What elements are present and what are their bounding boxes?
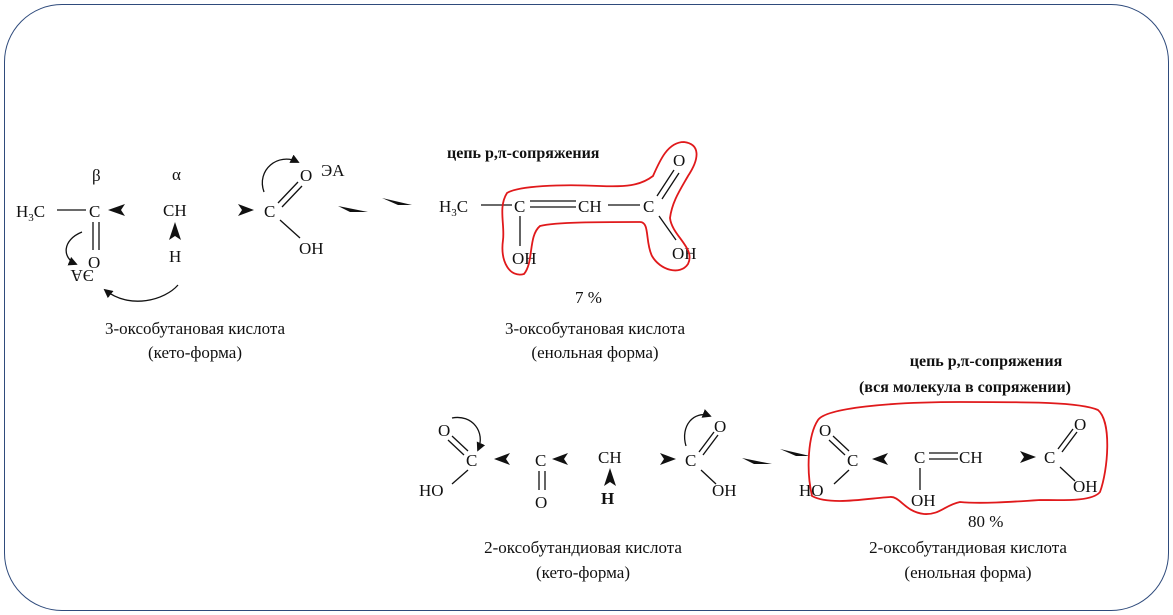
polar-arrow bbox=[552, 453, 568, 465]
curved-arrow bbox=[103, 284, 179, 302]
bond bbox=[833, 469, 850, 485]
bottom-enol-name: 2-оксобутандиовая кислота bbox=[869, 538, 1067, 557]
top-keto-form: (кето-форма) bbox=[148, 343, 242, 362]
equilibrium-half-arrow bbox=[382, 198, 412, 205]
top-enol-form: (енольная форма) bbox=[531, 343, 658, 362]
atom-hydroxyl: OH bbox=[512, 249, 537, 268]
bond-double bbox=[281, 185, 303, 208]
atom-hydroxyl: OH bbox=[672, 244, 697, 263]
atom-hydroxyl: OH bbox=[712, 481, 737, 500]
atom-carbon-carboxyl: C bbox=[643, 197, 654, 216]
atom-carbon-carboxyl: C bbox=[264, 202, 275, 221]
equilibrium-half-arrow bbox=[742, 458, 772, 464]
rounded-frame bbox=[4, 4, 1169, 611]
top-enol-structure: цепь p,π-сопряжения H3C C CH C O OH OH 7… bbox=[439, 141, 698, 362]
atom-carbon-carboxyl: C bbox=[847, 451, 858, 470]
bond-double bbox=[447, 439, 465, 456]
bottom-equilibrium-arrows bbox=[742, 449, 810, 464]
bond-double bbox=[451, 435, 469, 452]
curved-arrow bbox=[684, 409, 712, 447]
bottom-enol-form: (енольная форма) bbox=[904, 563, 1031, 582]
bond bbox=[279, 219, 301, 239]
bond-double bbox=[828, 439, 846, 456]
top-keto-name: 3-оксобутановая кислота bbox=[105, 319, 286, 338]
atom-h3c: H3C bbox=[439, 197, 468, 219]
bottom-keto-name: 2-оксобутандиовая кислота bbox=[484, 538, 682, 557]
atom-carbon: C bbox=[514, 197, 525, 216]
top-keto-structure: H3C C β O ЭА α CH H C O ЭА OH 3-оксобута… bbox=[16, 154, 345, 362]
polar-arrow bbox=[238, 204, 254, 216]
bond-double bbox=[1057, 428, 1074, 450]
atom-carbon-carboxyl: C bbox=[685, 451, 696, 470]
bond-double bbox=[1061, 431, 1078, 453]
top-percent: 7 % bbox=[575, 288, 602, 307]
curved-arrow bbox=[261, 154, 300, 193]
atom-oxygen: O bbox=[819, 421, 831, 440]
atom-carbon-carboxyl: C bbox=[466, 451, 477, 470]
atom-hydrogen: H bbox=[601, 489, 614, 508]
atom-carbon-carboxyl: C bbox=[1044, 448, 1055, 467]
bond bbox=[658, 215, 677, 241]
polar-arrow bbox=[872, 453, 888, 465]
atom-ea-flipped: ЭА bbox=[70, 266, 94, 285]
atom-hydroxyl: HO bbox=[419, 481, 444, 500]
bottom-keto-form: (кето-форма) bbox=[536, 563, 630, 582]
atom-ch: CH bbox=[163, 201, 187, 220]
atom-oxygen: O bbox=[88, 253, 100, 272]
atom-carbon: C bbox=[914, 448, 925, 467]
polar-arrow bbox=[604, 468, 616, 486]
atom-carbon-keto: C bbox=[535, 451, 546, 470]
atom-hydrogen: H bbox=[169, 247, 181, 266]
bond bbox=[451, 469, 469, 485]
bond-double bbox=[702, 434, 719, 456]
bottom-conj-note: (вся молекула в сопряжении) bbox=[859, 379, 1071, 396]
curved-arrow bbox=[451, 416, 486, 452]
bottom-keto-structure: O C HO C O CH H C O OH 2-оксобутандиовая… bbox=[419, 409, 737, 582]
curved-arrow bbox=[65, 231, 83, 266]
bottom-enol-structure: O C HO C CH OH C O OH 80 % 2-оксобутанди… bbox=[799, 401, 1109, 582]
equilibrium-half-arrow bbox=[780, 449, 810, 456]
atom-h3c: H3C bbox=[16, 202, 45, 224]
polar-arrow bbox=[660, 453, 676, 465]
equilibrium-half-arrow bbox=[338, 206, 368, 212]
bottom-percent: 80 % bbox=[968, 512, 1003, 531]
top-equilibrium-arrows bbox=[338, 198, 412, 212]
conjugation-highlight bbox=[501, 141, 698, 276]
atom-hydroxyl: OH bbox=[1073, 477, 1098, 496]
bond-double bbox=[698, 431, 715, 453]
label-alpha: α bbox=[172, 165, 181, 184]
bond-double bbox=[832, 435, 850, 452]
atom-oxygen: O bbox=[300, 166, 312, 185]
bond-double bbox=[656, 169, 675, 197]
bond-double bbox=[277, 181, 299, 204]
atom-oxygen: O bbox=[673, 151, 685, 170]
atom-ch: CH bbox=[578, 197, 602, 216]
polar-arrow bbox=[108, 204, 125, 216]
atom-ch: CH bbox=[959, 448, 983, 467]
bond bbox=[700, 469, 717, 485]
atom-hydroxyl: OH bbox=[911, 491, 936, 510]
conjugation-highlight bbox=[807, 401, 1109, 515]
atom-oxygen: O bbox=[1074, 415, 1086, 434]
bond bbox=[1059, 466, 1076, 482]
atom-ea: ЭА bbox=[321, 161, 345, 180]
top-conj-label: цепь p,π-сопряжения bbox=[447, 145, 600, 162]
atom-hydroxyl: OH bbox=[299, 239, 324, 258]
atom-carbon-beta: C bbox=[89, 202, 100, 221]
polar-arrow bbox=[1020, 451, 1036, 463]
bond-double bbox=[661, 172, 680, 200]
polar-arrow bbox=[169, 222, 181, 240]
atom-oxygen: O bbox=[535, 493, 547, 512]
bottom-conj-label: цепь p,π-сопряжения bbox=[910, 353, 1063, 370]
atom-ch: CH bbox=[598, 448, 622, 467]
atom-oxygen: O bbox=[714, 417, 726, 436]
top-enol-name: 3-оксобутановая кислота bbox=[505, 319, 686, 338]
polar-arrow bbox=[494, 453, 510, 465]
label-beta: β bbox=[92, 166, 101, 185]
atom-oxygen: O bbox=[438, 421, 450, 440]
